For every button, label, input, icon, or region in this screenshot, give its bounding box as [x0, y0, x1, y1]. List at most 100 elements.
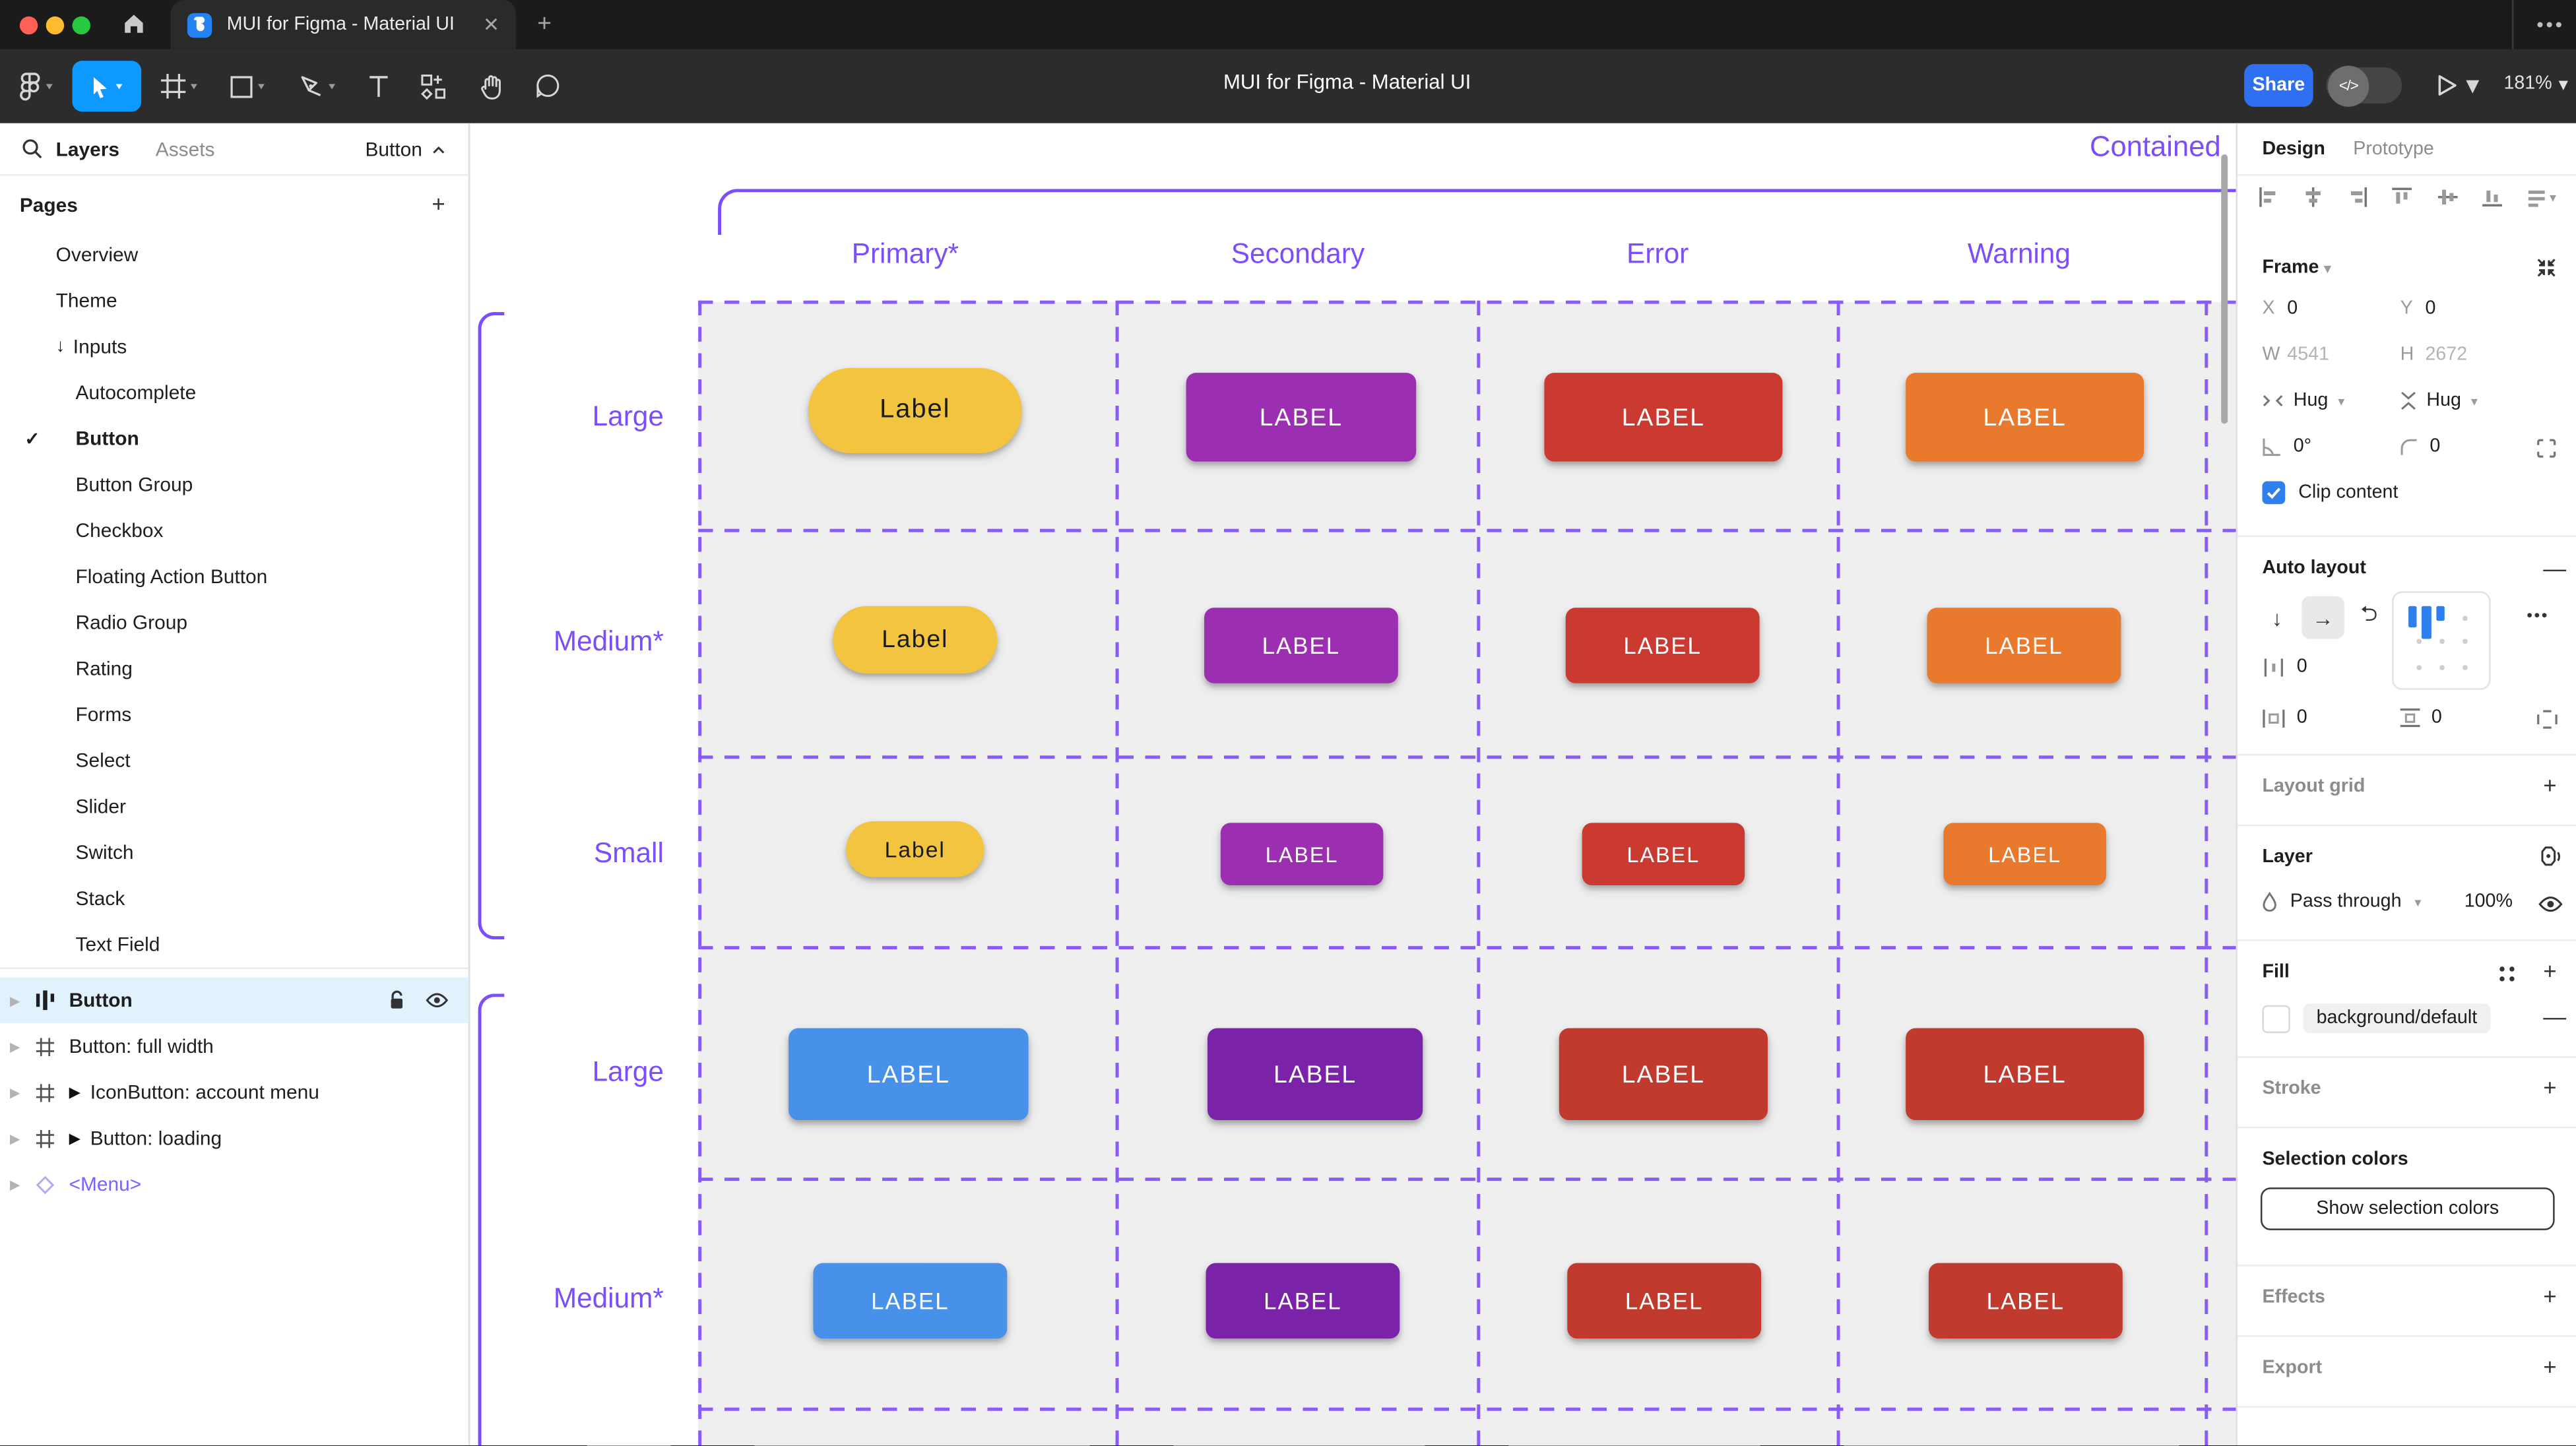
button-medium-secondary-default[interactable]: LABEL — [1206, 1263, 1400, 1339]
add-layout-grid-button[interactable]: + — [2543, 772, 2557, 799]
x-position-field[interactable]: X 0 — [2262, 299, 2298, 319]
search-icon[interactable] — [21, 138, 42, 159]
canvas[interactable]: Contained Primary* Secondary Error Warni… — [470, 123, 2236, 1446]
layer-row-button[interactable]: ▶ Button — [0, 977, 468, 1024]
button-medium-warning-default[interactable]: LABEL — [1929, 1263, 2123, 1339]
auto-layout-alignment-widget[interactable] — [2392, 591, 2491, 690]
expand-chevron-icon[interactable]: ▶ — [9, 1084, 20, 1100]
page-item-switch[interactable]: Switch — [75, 840, 134, 864]
page-item-rating[interactable]: Rating — [75, 656, 133, 680]
button-medium-secondary[interactable]: LABEL — [1204, 608, 1398, 683]
fill-row[interactable]: background/default — [2262, 1003, 2491, 1034]
button-medium-primary-default[interactable]: LABEL — [813, 1263, 1008, 1339]
canvas-scrollbar[interactable] — [2221, 154, 2228, 424]
direction-right-button[interactable]: → — [2302, 596, 2344, 639]
add-page-button[interactable]: + — [432, 190, 445, 217]
distribute-menu[interactable]: ▾ — [2527, 187, 2556, 207]
comment-tool-button[interactable] — [536, 61, 560, 111]
page-item-floating-action-button[interactable]: Floating Action Button — [75, 565, 268, 588]
horizontal-resizing-select[interactable]: Hug▾ — [2262, 391, 2344, 410]
rotation-field[interactable]: 0° — [2262, 437, 2311, 456]
page-selector[interactable]: Button — [365, 138, 445, 161]
page-item-text-field[interactable]: Text Field — [75, 933, 160, 957]
add-effect-button[interactable]: + — [2543, 1282, 2557, 1309]
vertical-resizing-select[interactable]: Hug▾ — [2400, 391, 2478, 410]
button-small-primary[interactable]: Label — [846, 821, 984, 877]
button-large-primary-default[interactable]: LABEL — [789, 1028, 1029, 1121]
page-item-theme[interactable]: Theme — [55, 289, 117, 313]
dev-mode-toggle[interactable]: </> — [2326, 65, 2402, 106]
page-item-autocomplete[interactable]: Autocomplete — [75, 381, 197, 404]
button-large-error-default[interactable]: LABEL — [1559, 1028, 1768, 1121]
layer-row-menu-component[interactable]: ▶ <Menu> — [9, 1172, 142, 1196]
y-position-field[interactable]: Y 0 — [2400, 299, 2436, 319]
clip-content-checkbox[interactable]: Clip content — [2262, 481, 2398, 505]
remove-auto-layout-button[interactable]: — — [2543, 555, 2567, 582]
page-item-overview[interactable]: Overview — [55, 243, 139, 267]
align-horizontal-center-icon[interactable] — [2303, 187, 2323, 207]
layer-row-button-loading[interactable]: ▶ ▶ Button: loading — [9, 1127, 222, 1150]
button-large-secondary-default[interactable]: LABEL — [1208, 1028, 1423, 1121]
move-tool-button[interactable]: ▾ — [72, 61, 142, 112]
layer-row-button-full-width[interactable]: ▶ Button: full width — [9, 1034, 214, 1058]
show-selection-colors-button[interactable]: Show selection colors — [2260, 1187, 2555, 1230]
home-icon[interactable] — [121, 11, 146, 36]
button-small-warning[interactable]: LABEL — [1943, 823, 2106, 886]
text-tool-button[interactable] — [368, 61, 389, 111]
present-chevron-icon[interactable]: ▾ — [2466, 72, 2480, 100]
collapse-icon[interactable] — [2536, 258, 2556, 278]
zoom-menu[interactable]: 181% ▾ — [2503, 73, 2568, 95]
button-small-secondary[interactable]: LABEL — [1220, 823, 1384, 886]
layer-row-iconbutton-account-menu[interactable]: ▶ ▶ IconButton: account menu — [9, 1081, 319, 1104]
fill-color-swatch[interactable] — [2262, 1004, 2290, 1032]
horizontal-padding-field[interactable]: 0 — [2262, 708, 2307, 728]
button-medium-error[interactable]: LABEL — [1565, 608, 1760, 683]
page-item-select[interactable]: Select — [75, 749, 131, 772]
align-right-icon[interactable] — [2348, 187, 2368, 207]
remove-fill-button[interactable]: — — [2543, 1003, 2567, 1030]
share-button[interactable]: Share — [2244, 64, 2313, 107]
align-left-icon[interactable] — [2259, 187, 2278, 207]
expand-chevron-icon[interactable]: ▶ — [9, 993, 20, 1008]
eye-icon[interactable] — [426, 992, 449, 1009]
expand-chevron-icon[interactable]: ▶ — [9, 1131, 20, 1146]
hand-tool-button[interactable] — [480, 61, 504, 111]
direction-wrap-button[interactable]: ⮌ — [2360, 601, 2378, 626]
opacity-field[interactable]: 100% — [2464, 891, 2513, 912]
tab-design[interactable]: Design — [2262, 139, 2325, 159]
shape-tool-button[interactable]: ▾ — [230, 61, 265, 111]
page-item-inputs[interactable]: ↓Inputs — [55, 334, 127, 358]
blend-mode-select[interactable]: Pass through▾ — [2262, 891, 2421, 912]
button-large-warning[interactable]: LABEL — [1906, 373, 2144, 462]
resources-button[interactable] — [420, 61, 447, 111]
page-item-button-group[interactable]: Button Group — [75, 473, 193, 496]
eye-icon[interactable] — [2538, 895, 2563, 913]
close-window-button[interactable] — [19, 15, 38, 34]
new-tab-button[interactable]: + — [537, 9, 552, 38]
frame-tool-button[interactable]: ▾ — [161, 61, 197, 111]
more-menu-icon[interactable]: ••• — [2536, 13, 2565, 36]
lock-open-icon[interactable] — [389, 990, 406, 1010]
align-vertical-center-icon[interactable] — [2437, 187, 2457, 207]
minimize-window-button[interactable] — [46, 15, 65, 34]
present-icon[interactable] — [2436, 74, 2457, 97]
zoom-window-button[interactable] — [72, 15, 90, 34]
auto-layout-more-button[interactable]: ••• — [2527, 608, 2549, 626]
fill-style-chip[interactable]: background/default — [2303, 1003, 2491, 1034]
frame-section-title[interactable]: Frame ▾ — [2262, 257, 2331, 278]
page-item-checkbox[interactable]: Checkbox — [75, 519, 164, 542]
add-stroke-button[interactable]: + — [2543, 1074, 2557, 1101]
main-menu-button[interactable]: ▾ — [20, 61, 53, 111]
page-item-forms[interactable]: Forms — [75, 703, 132, 726]
blend-icon[interactable] — [2538, 846, 2561, 867]
add-export-button[interactable]: + — [2543, 1353, 2557, 1380]
align-bottom-icon[interactable] — [2482, 187, 2502, 207]
file-tab[interactable]: MUI for Figma - Material UI ✕ — [170, 0, 516, 49]
document-title[interactable]: MUI for Figma - Material UI — [1223, 71, 1471, 94]
pen-tool-button[interactable]: ▾ — [299, 61, 335, 111]
page-item-slider[interactable]: Slider — [75, 795, 126, 818]
button-large-warning-default[interactable]: LABEL — [1906, 1028, 2144, 1121]
button-large-secondary[interactable]: LABEL — [1186, 373, 1417, 462]
corner-radius-field[interactable]: 0 — [2400, 437, 2440, 456]
width-field[interactable]: W 4541 — [2262, 344, 2330, 365]
